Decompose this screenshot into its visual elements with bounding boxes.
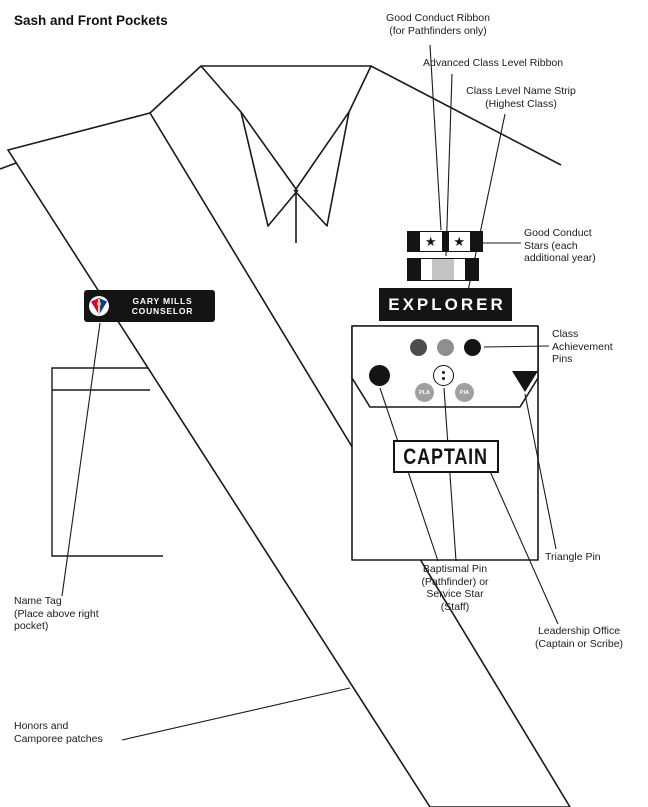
label-triangle-pin: Triangle Pin xyxy=(545,551,601,563)
label-honors: Honors and Camporee patches xyxy=(14,720,103,745)
ribbon-stripe xyxy=(441,232,449,251)
ribbon-star-segment: ★ xyxy=(448,232,470,251)
leadership-office-text: CAPTAIN xyxy=(403,443,489,469)
triangle-pin xyxy=(512,371,538,392)
class-achievement-pin-2 xyxy=(437,339,454,356)
label-class-achievement-pins: Class Achievement Pins xyxy=(552,328,613,365)
ribbon-stripe xyxy=(408,232,420,251)
ribbon-stripe xyxy=(421,259,432,280)
pia-pin: PIA xyxy=(455,383,474,402)
ribbon-stripe xyxy=(408,259,421,280)
name-tag-role: COUNSELOR xyxy=(131,306,194,316)
page-title: Sash and Front Pockets xyxy=(14,13,168,28)
callout-triangle-pin xyxy=(524,393,557,550)
label-advanced-class-ribbon: Advanced Class Level Ribbon xyxy=(423,57,564,69)
label-good-conduct-stars: Good Conduct Stars (each additional year… xyxy=(524,227,596,264)
name-tag-text: GARY MILLS COUNSELOR xyxy=(110,296,215,316)
callout-service-star xyxy=(443,387,457,562)
ribbon-star-segment: ★ xyxy=(420,232,442,251)
leadership-office-strip: CAPTAIN xyxy=(393,440,499,473)
label-class-level-name-strip: Class Level Name Strip (Highest Class) xyxy=(466,85,576,110)
label-name-tag: Name Tag (Place above right pocket) xyxy=(14,595,99,632)
class-level-name-strip: EXPLORER xyxy=(379,288,512,321)
label-good-conduct-ribbon: Good Conduct Ribbon (for Pathfinders onl… xyxy=(386,12,490,37)
callout-name-tag xyxy=(61,322,101,597)
good-conduct-star-icon: ★ xyxy=(424,234,437,249)
callout-advanced-ribbon xyxy=(445,73,453,257)
callout-good-conduct-ribbon xyxy=(429,44,442,231)
callout-class-achievement xyxy=(483,345,550,348)
class-achievement-pin-3 xyxy=(464,339,481,356)
ribbon-stripe xyxy=(465,259,478,280)
label-leadership-office: Leadership Office (Captain or Scribe) xyxy=(534,625,624,650)
callout-baptismal-pin xyxy=(379,387,439,562)
callout-leadership-office xyxy=(488,468,559,625)
service-star-button xyxy=(433,365,454,386)
pathfinder-logo-icon xyxy=(89,296,109,316)
name-tag-name: GARY MILLS xyxy=(132,296,193,306)
class-achievement-pin-1 xyxy=(410,339,427,356)
label-baptismal-pin: Baptismal Pin (Pathfinder) or Service St… xyxy=(421,563,489,613)
ribbon-stripe xyxy=(432,259,454,280)
pla-pin: PLA xyxy=(415,383,434,402)
good-conduct-star-icon: ★ xyxy=(453,234,466,249)
callout-honors xyxy=(121,687,351,741)
left-pocket-outline xyxy=(51,367,163,557)
sash-band xyxy=(6,112,571,807)
ribbon-stripe xyxy=(454,259,465,280)
advanced-class-level-ribbon xyxy=(407,258,479,281)
baptismal-pin xyxy=(369,365,390,386)
ribbon-stripe xyxy=(470,232,482,251)
name-tag: GARY MILLS COUNSELOR xyxy=(84,290,215,322)
good-conduct-ribbon: ★ ★ xyxy=(407,231,483,252)
